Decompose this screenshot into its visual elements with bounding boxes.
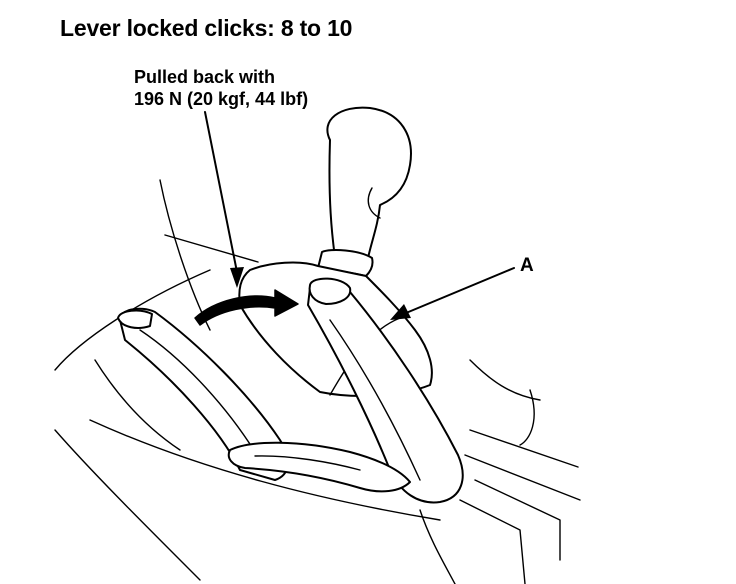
heading-text: Lever locked clicks: 8 to 10 bbox=[60, 15, 353, 41]
pull-force-note-line1: Pulled back with bbox=[134, 67, 276, 87]
label-a-leader-line bbox=[390, 267, 515, 320]
pull-direction-arrow bbox=[194, 289, 299, 326]
console-background bbox=[54, 179, 581, 584]
note-leader-line bbox=[204, 111, 244, 288]
part-label-a: A bbox=[520, 255, 534, 276]
parking-brake-lever bbox=[117, 277, 464, 504]
pull-force-note-line2: 196 N (20 kgf, 44 lbf) bbox=[134, 89, 309, 109]
pull-force-note: Pulled back with 196 N (20 kgf, 44 lbf) bbox=[134, 66, 308, 110]
